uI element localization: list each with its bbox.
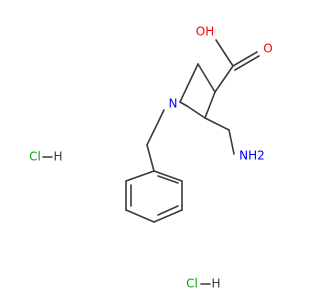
bond-ring-c3-c4 <box>204 91 216 119</box>
atom-label-oh: OH <box>196 25 214 39</box>
bond-ring-c2-c3 <box>197 63 216 93</box>
molecule-structure-diagram: OH O N NH2 Cl H Cl H <box>29 25 273 291</box>
atom-label-nh2: NH2 <box>239 149 265 163</box>
bond-ring-c4-c5 <box>186 105 206 119</box>
bond-c4-ch2 <box>204 117 230 131</box>
atom-label-n: N <box>169 97 178 111</box>
atom-label-cl-left: Cl <box>29 150 41 164</box>
bond-benzene-double-1 <box>157 175 179 184</box>
bond-carboxyl-oh <box>215 39 234 67</box>
bond-benzene-4 <box>125 209 155 223</box>
bond-benzene-1 <box>153 170 183 182</box>
atom-label-h-right: H <box>211 277 220 291</box>
bond-ring-n-c2 <box>179 63 199 103</box>
bond-benzene-3 <box>153 209 183 223</box>
atom-label-o: O <box>263 42 272 56</box>
bond-c3-carboxyl <box>214 65 234 93</box>
atom-label-cl-right: Cl <box>186 277 198 291</box>
bond-carboxyl-o-double-2 <box>234 55 260 71</box>
bond-ring-c5-n <box>179 101 188 107</box>
bond-n-benzyl-ch2 <box>146 109 165 146</box>
bond-benzene-double-2 <box>157 205 179 216</box>
bond-carboxyl-o-double-1 <box>232 51 258 67</box>
atom-label-h-left: H <box>53 150 62 164</box>
bond-ch2-phenyl <box>146 144 155 172</box>
bond-ch2-nh2 <box>228 129 235 155</box>
bond-benzene-6 <box>125 170 155 182</box>
